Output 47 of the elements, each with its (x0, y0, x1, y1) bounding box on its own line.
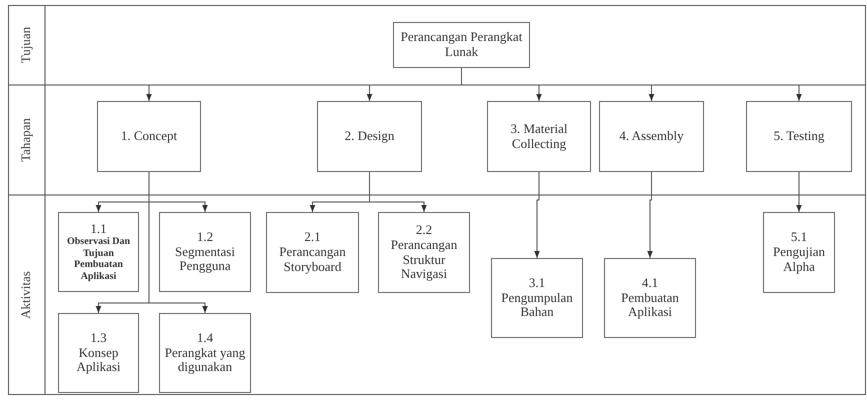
box-label: 5. Testing (774, 129, 824, 144)
activity-box (378, 212, 470, 293)
arrow (796, 172, 802, 212)
arrow (647, 172, 653, 258)
activity-box (266, 212, 359, 293)
stage-box (599, 101, 704, 172)
activity-box (159, 212, 251, 292)
box-label: Segmentasi Pengguna (174, 244, 236, 274)
step-number: 5.1 (790, 230, 808, 246)
activity-box (58, 313, 139, 393)
lane-label: Aktivitas (18, 271, 34, 319)
activity-box (763, 212, 835, 293)
box-label: Perancangan Storyboard (278, 245, 347, 275)
step-number: 1.4 (196, 330, 214, 346)
box-label: 2. Design (344, 129, 394, 144)
stage-box (487, 101, 591, 172)
activity-box (491, 258, 583, 338)
box-label: 4. Assembly (619, 129, 684, 144)
box-label: Perangkat yang digunakan (164, 346, 246, 376)
activity-box (159, 313, 251, 393)
arrow (369, 172, 427, 212)
box-label: Perancangan Struktur Navigasi (390, 238, 458, 282)
arrow (148, 172, 208, 314)
step-number: 2.2 (416, 222, 432, 238)
step-number: 1.2 (196, 230, 214, 245)
box-label: 1. Concept (120, 129, 178, 144)
stage-box (97, 101, 201, 172)
goal-box (393, 22, 530, 68)
box-label: Konsep Aplikasi (75, 346, 122, 376)
box-label: Pengumpulan Bahan (500, 290, 574, 320)
step-number: 3.1 (528, 276, 546, 291)
arrow (534, 172, 540, 258)
box-label: Pembuatan Aplikasi (620, 290, 680, 320)
box-label: 3. Material Collecting (509, 122, 569, 152)
step-number: 1.3 (90, 330, 107, 346)
step-number: 4.1 (642, 276, 658, 291)
activity-box (58, 212, 139, 292)
step-number: 2.1 (304, 230, 321, 246)
stage-box (746, 101, 852, 172)
activity-box (604, 258, 696, 338)
stage-box (317, 101, 422, 172)
step-number: 1.1 (90, 222, 107, 236)
lane-label: Tujuan (18, 26, 34, 64)
box-label: Perancangan Perangkat Lunak (400, 30, 524, 60)
lane-label: Tahapan (18, 118, 34, 162)
box-label: Observasi Dan Tujuan Pembuatan Aplikasi (66, 236, 132, 282)
box-label: Pengujian Alpha (772, 245, 826, 275)
